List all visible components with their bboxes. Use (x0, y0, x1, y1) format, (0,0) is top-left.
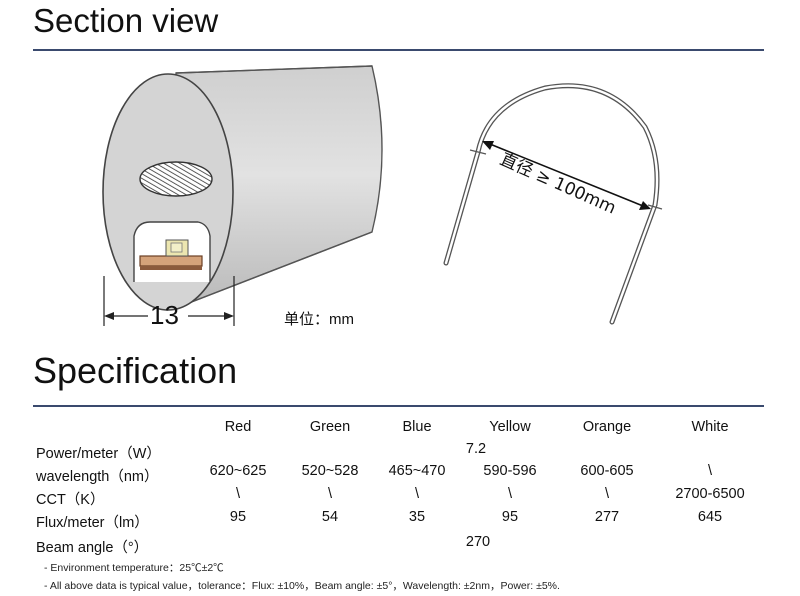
column-header: Red (224, 419, 252, 435)
footnote: - All above data is typical value，tolera… (44, 580, 560, 592)
table-cell: \ (507, 486, 513, 502)
led-strip-channel (133, 221, 211, 282)
table-cell: \ (327, 486, 333, 502)
table-cell: 35 (408, 509, 426, 525)
table-cell: 95 (229, 509, 247, 525)
table-cell: \ (235, 486, 241, 502)
neon-tube-body (175, 65, 383, 310)
table-cell: \ (707, 463, 713, 479)
row-label: Power/meter（W） (36, 446, 161, 462)
unit-label: 单位：mm (284, 311, 354, 328)
column-header: Green (309, 419, 351, 435)
table-cell: 277 (594, 509, 620, 525)
footnote: - Environment temperature：25℃±2℃ (44, 562, 224, 574)
section-divider (33, 49, 764, 51)
row-label: CCT（K） (36, 492, 105, 508)
column-header: Yellow (489, 419, 531, 435)
table-cell: 54 (321, 509, 339, 525)
column-header: Orange (582, 419, 632, 435)
table-cell: 520~528 (301, 463, 359, 479)
table-cell: \ (604, 486, 610, 502)
row-label: Beam angle（°） (36, 540, 149, 556)
table-cell: 590-596 (483, 463, 537, 479)
table-cell: 465~470 (388, 463, 446, 479)
row-label: Flux/meter（lm） (36, 515, 149, 531)
table-cell: 2700-6500 (675, 486, 745, 502)
hatched-cavity (139, 161, 213, 197)
specification-title: Specification (33, 350, 238, 391)
bent-strip-diagram (443, 83, 663, 325)
table-cell: 645 (697, 509, 723, 525)
table-cell: 620~625 (209, 463, 267, 479)
table-cell: 95 (501, 509, 519, 525)
table-cell: 7.2 (465, 441, 487, 457)
row-label: wavelength（nm） (36, 469, 159, 485)
width-dimension (103, 276, 235, 326)
column-header: Blue (402, 419, 432, 435)
section-view-title: Section view (33, 2, 219, 39)
specification-divider (33, 405, 764, 407)
column-header: White (691, 419, 729, 435)
width-dimension-label: 13 (150, 300, 179, 330)
table-cell: 270 (465, 534, 491, 550)
table-cell: \ (414, 486, 420, 502)
table-cell: 600-605 (580, 463, 634, 479)
